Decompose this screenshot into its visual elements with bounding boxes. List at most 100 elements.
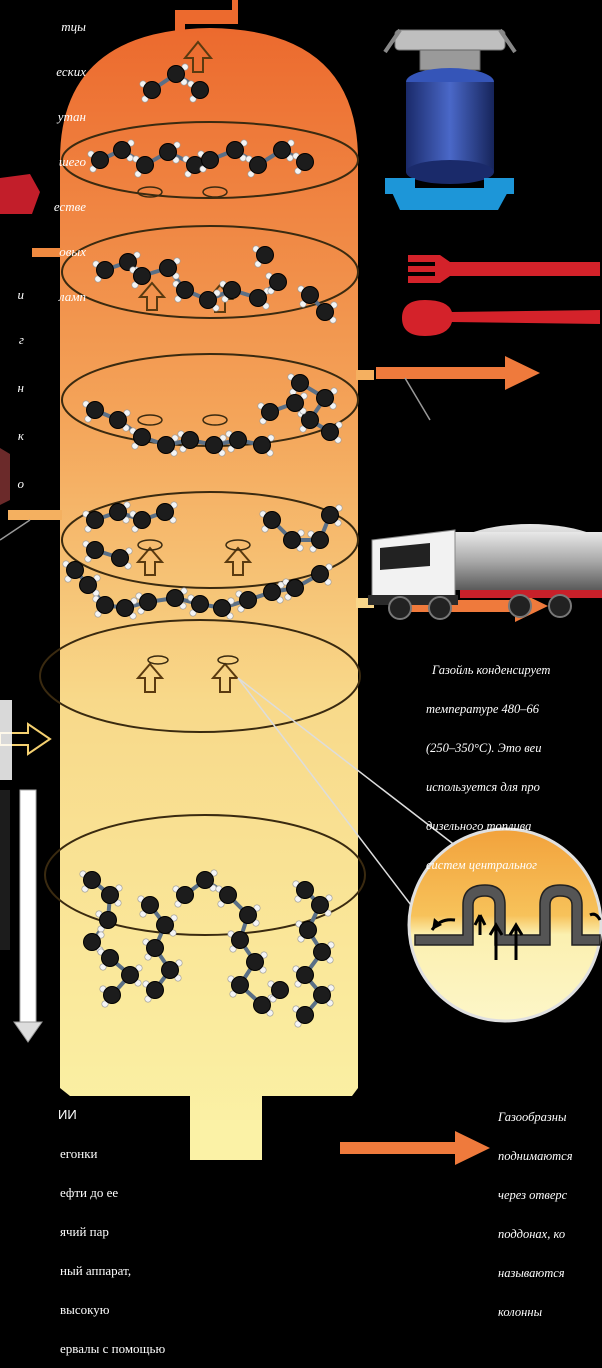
carbon-atom [110,412,127,429]
carbon-atom [317,390,334,407]
gaseous-caption: Газообразны поднимаются через отверс под… [498,1085,573,1332]
bottom-left-caption: ИИ егонки ефти до ее ячий пар ный аппара… [60,1082,165,1368]
carbon-atom [254,437,271,454]
carbon-atom [67,562,84,579]
carbon-atom [287,395,304,412]
top-left-line: тцы [0,20,86,34]
carbon-atom [240,592,257,609]
carbon-atom [220,887,237,904]
carbon-atom [112,550,129,567]
bottom-left-line: ИИ [58,1108,165,1121]
mid-left-line: к [10,429,24,443]
carbon-atom [168,66,185,83]
carbon-atom [117,600,134,617]
carbon-atom [264,512,281,529]
carbon-atom [317,304,334,321]
carbon-atom [292,375,309,392]
gaseous-line: через отверс [498,1189,573,1202]
gaseous-line: называются [498,1267,573,1280]
carbon-atom [302,287,319,304]
bottom-left-line: егонки [60,1147,165,1160]
gaseous-line: колонны [498,1306,573,1319]
left-indicator-bar [0,700,12,780]
carbon-atom [232,977,249,994]
output-arrow-1 [376,356,540,390]
mid-left-caption: и г н к о [10,260,24,505]
carbon-atom [314,987,331,1004]
carbon-atom [247,954,264,971]
gasoil-line: систем центральног [426,859,550,872]
carbon-atom [160,260,177,277]
carbon-atom [92,152,109,169]
carbon-atom [182,432,199,449]
gas-stove-icon [385,30,515,210]
carbon-atom [134,429,151,446]
carbon-atom [274,142,291,159]
carbon-atom [134,268,151,285]
carbon-atom [87,542,104,559]
carbon-atom [177,887,194,904]
left-pipe-2 [8,510,62,520]
carbon-atom [240,907,257,924]
top-left-line: утан [0,110,86,124]
carbon-atom [102,950,119,967]
carbon-atom [227,142,244,159]
gasoil-caption: Газойль конденсирует температуре 480–66 … [432,638,550,885]
carbon-atom [80,577,97,594]
dark-item-fragment [0,448,10,505]
carbon-atom [87,402,104,419]
bottom-left-line: высокую [60,1303,165,1316]
carbon-atom [232,932,249,949]
carbon-atom [272,982,289,999]
carbon-atom [202,152,219,169]
right-pipe-1 [356,370,374,380]
mid-left-line: н [10,381,24,395]
carbon-atom [157,917,174,934]
gaseous-line: поддонах, ко [498,1228,573,1241]
carbon-atom [297,1007,314,1024]
bottom-left-line: ервалы с помощью [60,1342,165,1355]
carbon-atom [224,282,241,299]
carbon-atom [87,512,104,529]
carbon-atom [312,566,329,583]
carbon-atom [322,507,339,524]
carbon-atom [162,962,179,979]
carbon-atom [284,532,301,549]
mid-left-line: и [10,288,24,302]
gasoil-line: температуре 480–66 [426,703,550,716]
mid-left-line: г [10,333,24,347]
bottom-left-line: ный аппарат, [60,1264,165,1277]
carbon-atom [140,594,157,611]
gasoil-line: Газойль конденсирует [432,664,550,677]
top-left-line: естве [0,200,86,214]
carbon-atom [114,142,131,159]
gasoil-line: (250–350°C). Это веи [426,742,550,755]
carbon-atom [97,597,114,614]
pointer-line-2 [0,520,30,540]
carbon-atom [262,404,279,421]
mid-left-line: о [10,477,24,491]
top-left-line: еских [0,65,86,79]
carbon-atom [192,82,209,99]
carbon-atom [297,154,314,171]
gaseous-line: поднимаются [498,1150,573,1163]
bottom-left-line: ячий пар [60,1225,165,1238]
carbon-atom [230,432,247,449]
carbon-atom [84,934,101,951]
carbon-atom [167,590,184,607]
carbon-atom [287,580,304,597]
feed-tube [0,790,42,1042]
carbon-atom [312,897,329,914]
carbon-atom [250,157,267,174]
carbon-atom [147,982,164,999]
carbon-atom [297,967,314,984]
carbon-atom [214,600,231,617]
carbon-atom [84,872,101,889]
carbon-atom [300,922,317,939]
carbon-atom [110,504,127,521]
carbon-atom [192,596,209,613]
carbon-atom [312,532,329,549]
output-arrow-3 [340,1131,490,1165]
carbon-atom [97,262,114,279]
carbon-atom [102,887,119,904]
